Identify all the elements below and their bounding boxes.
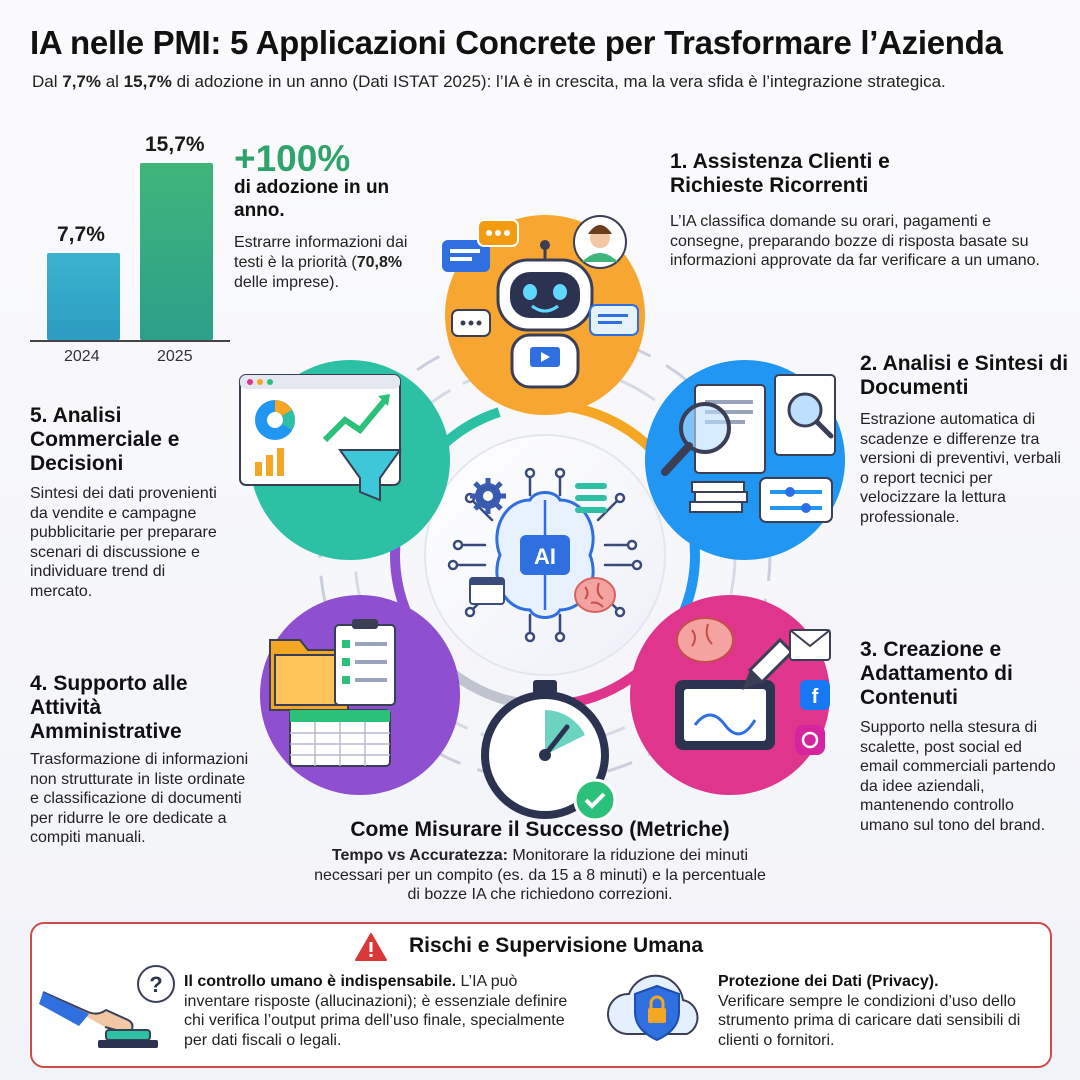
- section-2-title: 2. Analisi e Sintesi di Documenti: [860, 352, 1069, 399]
- section-2-body: Estrazione automatica di scadenze e diff…: [860, 411, 1061, 526]
- growth-headline: +100%: [234, 138, 351, 179]
- message-icon: [589, 304, 639, 336]
- brain-pink-icon: [676, 617, 734, 663]
- metrics-body: Tempo vs Accuratezza: Monitorare la ridu…: [314, 847, 766, 903]
- chatbot-robot-icon: [496, 240, 594, 389]
- adoption-bar-chart: 7,7% 2024 15,7% 2025: [30, 120, 230, 380]
- instagram-icon: [795, 725, 825, 755]
- svg-text:?: ?: [149, 972, 162, 997]
- applications-wheel-diagram: AI: [239, 215, 845, 822]
- risk-title: Rischi e Supervisione Umana: [408, 934, 704, 957]
- folder-checklist-icon: [269, 619, 396, 767]
- metrics-title: Come Misurare il Successo (Metriche): [350, 818, 730, 841]
- section-3-title: 3. Creazione e Adattamento di Contenuti: [860, 638, 1013, 709]
- node-customer-service: [442, 215, 645, 415]
- brain-icon: [574, 577, 616, 613]
- facebook-icon: f: [800, 680, 830, 710]
- chat-bubble-dots-icon: [477, 219, 519, 247]
- ai-brain-icon: [447, 467, 643, 643]
- node-document-analysis: [645, 360, 845, 560]
- page-subtitle: Dal 7,7% al 15,7% di adozione in un anno…: [32, 72, 946, 91]
- section-3-body: Supporto nella stesura di scalette, post…: [860, 719, 1056, 834]
- category-label-2024: 2024: [64, 348, 100, 365]
- stopwatch-icon: [481, 680, 617, 822]
- bar-value-label-2025: 15,7%: [145, 133, 205, 157]
- bar-value-label-2024: 7,7%: [57, 223, 105, 247]
- chat-bubble-icon: [442, 240, 490, 272]
- section-1-body: L’IA classifica domande su orari, pagame…: [670, 213, 1040, 269]
- bar-2024: [47, 253, 120, 340]
- warning-icon: [355, 933, 387, 961]
- risk-human-control: Il controllo umano è indispensabile. L’I…: [184, 973, 568, 1049]
- x-axis-line: [30, 340, 230, 342]
- svg-text:f: f: [812, 686, 819, 708]
- arc-purple: [390, 400, 700, 710]
- pen-tablet-icon: [675, 637, 795, 750]
- gear-icon: [470, 478, 506, 514]
- section-5-title: 5. Analisi Commerciale e Decisioni: [30, 404, 180, 475]
- growth-subtitle: di adozione in un anno.: [234, 177, 390, 221]
- list-lines-icon: [575, 483, 607, 513]
- node-commercial-analysis: [239, 360, 450, 560]
- chat-bubble-small-icon: [451, 309, 491, 337]
- mail-icon: [789, 629, 831, 661]
- risk-panel: Rischi e Supervisione Umana ? Il control…: [30, 922, 1052, 1068]
- risk-privacy: Protezione dei Dati (Privacy).Verificare…: [718, 973, 1021, 1049]
- arc-blue: [390, 400, 700, 710]
- page-title: IA nelle PMI: 5 Applicazioni Concrete pe…: [30, 24, 1003, 61]
- hub-label: AI: [534, 544, 556, 569]
- cloud-lock-icon: [606, 974, 699, 1042]
- section-1-title: 1. Assistenza Clienti e Richieste Ricorr…: [670, 150, 890, 197]
- growth-note: Estrarre informazioni dai testi è la pri…: [234, 234, 408, 291]
- user-avatar-icon: [573, 215, 627, 269]
- chart-funnel-icon: [239, 374, 402, 502]
- bar-2025: [140, 163, 213, 340]
- hand-button-icon: ?: [39, 965, 175, 1048]
- category-label-2025: 2025: [157, 348, 193, 365]
- section-5-body: Sintesi dei dati provenienti da vendite …: [30, 485, 217, 600]
- magnifier-documents-icon: [661, 374, 836, 523]
- section-4-title: 4. Supporto alle Attività Amministrative: [30, 672, 188, 743]
- window-icon: [469, 577, 505, 605]
- node-admin-support: [260, 595, 460, 795]
- node-content-creation: f: [630, 595, 831, 795]
- section-4-body: Trasformazione di informazioni non strut…: [30, 751, 249, 846]
